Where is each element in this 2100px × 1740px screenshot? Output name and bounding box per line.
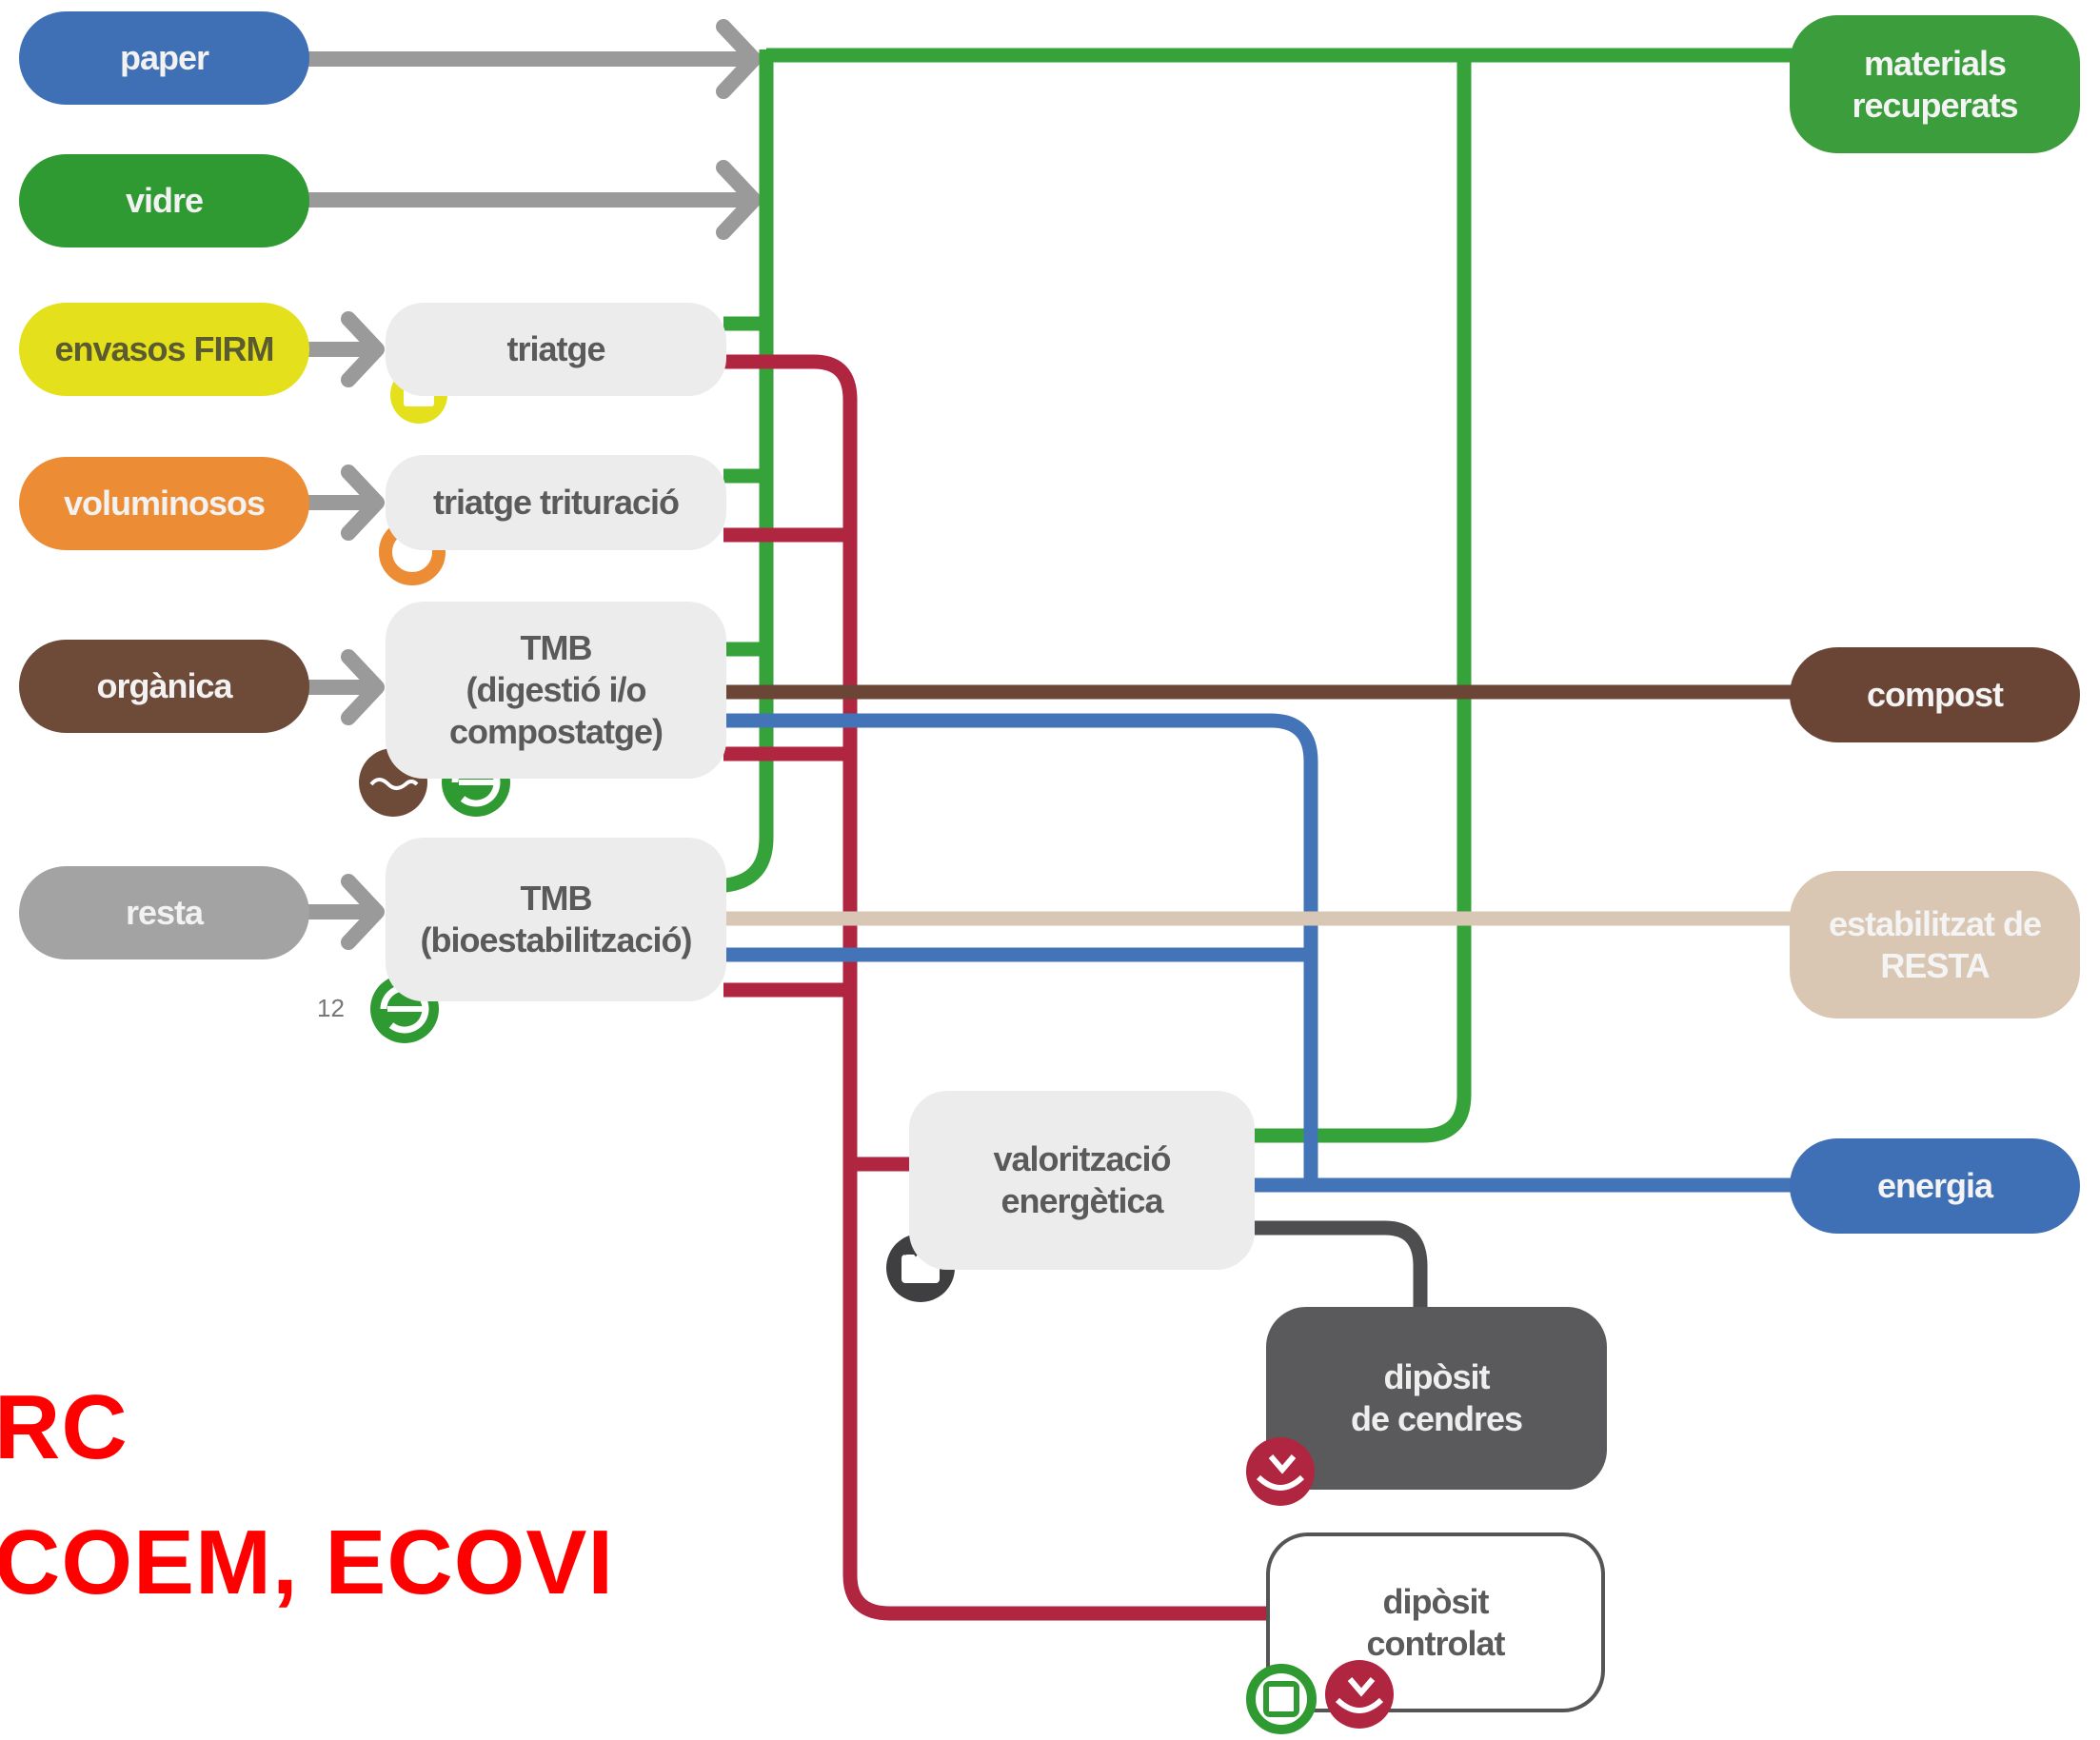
- source-vidre: vidre: [19, 154, 309, 247]
- dark-flow-line: [1255, 1220, 1428, 1314]
- materials-pill-bg: [1790, 15, 2080, 153]
- red-flow-lines: [723, 354, 1266, 1621]
- resta-pill-bg: [19, 866, 309, 959]
- source-voluminosos: voluminosos: [19, 457, 309, 550]
- output-energia-label: energia: [1876, 1166, 1993, 1205]
- cendres-landfill-icon: [1246, 1437, 1315, 1506]
- process-triatge-label: triatge: [506, 329, 605, 368]
- energia-pill-bg: [1790, 1138, 2080, 1234]
- caption-line-2: COEM, ECOVI: [0, 1512, 615, 1613]
- process-tmb-digestio-label: TMB (digestió i/o compostatge): [448, 628, 664, 751]
- source-voluminosos-label: voluminosos: [63, 484, 266, 523]
- voluminosos-pill-bg: [19, 457, 309, 550]
- green-flow-lines: [723, 48, 1809, 1143]
- organica-pill-bg: [19, 640, 309, 733]
- source-vidre-label: vidre: [125, 181, 204, 220]
- source-organica-label: orgànica: [96, 666, 232, 705]
- process-diposit-controlat-label: dipòsit controlat: [1366, 1581, 1505, 1663]
- process-tmb-digestio: TMB (digestió i/o compostatge): [386, 602, 726, 779]
- landfill-square-icon: [1246, 1664, 1317, 1734]
- caption-line-1: RC: [0, 1376, 129, 1478]
- output-energia: energia: [1790, 1138, 2080, 1234]
- process-tmb-bioestabilitzacio: TMB (bioestabilització): [386, 838, 726, 1001]
- input-arrows: [297, 19, 762, 950]
- source-paper: paper: [19, 11, 309, 105]
- process-triatge-trituracio: triatge trituració: [386, 455, 726, 550]
- source-organica: orgànica: [19, 640, 309, 733]
- envasos-pill-bg: [19, 303, 309, 396]
- output-materials: materials recuperats: [1790, 15, 2080, 153]
- output-estabilitzat: estabilitzat de RESTA: [1790, 871, 2080, 1018]
- paper-pill-bg: [19, 11, 309, 105]
- vidre-pill-bg: [19, 154, 309, 247]
- source-envasos-label: envasos FIRM: [54, 329, 274, 368]
- source-resta: resta: [19, 866, 309, 959]
- source-resta-label: resta: [125, 893, 204, 932]
- output-compost-label: compost: [1866, 675, 2004, 714]
- cendres-box-bg: [1266, 1307, 1607, 1490]
- compost-pill-bg: [1790, 647, 2080, 742]
- estabilitzat-pill-bg: [1790, 871, 2080, 1018]
- blue-flow-lines: [723, 713, 1809, 1193]
- output-materials-label: materials recuperats: [1852, 43, 2018, 125]
- process-tmb-bioestabilitzacio-label: TMB (bioestabilització): [420, 879, 692, 959]
- controlled-landfill-icon: [1325, 1660, 1394, 1729]
- process-diposit-cendres: dipòsit de cendres: [1266, 1307, 1607, 1490]
- output-estabilitzat-label: estabilitzat de RESTA: [1828, 903, 2042, 985]
- process-valoritzacio: valorització energètica: [909, 1091, 1255, 1270]
- process-diposit-cendres-label: dipòsit de cendres: [1350, 1357, 1523, 1438]
- process-triatge: triatge: [386, 303, 726, 396]
- page-number: 12: [317, 994, 345, 1022]
- process-valoritzacio-label: valorització energètica: [993, 1139, 1171, 1220]
- process-triatge-trituracio-label: triatge trituració: [432, 483, 680, 522]
- source-envasos: envasos FIRM: [19, 303, 309, 396]
- process-diposit-controlat: dipòsit controlat: [1268, 1534, 1603, 1710]
- source-paper-label: paper: [119, 38, 209, 77]
- output-compost: compost: [1790, 647, 2080, 742]
